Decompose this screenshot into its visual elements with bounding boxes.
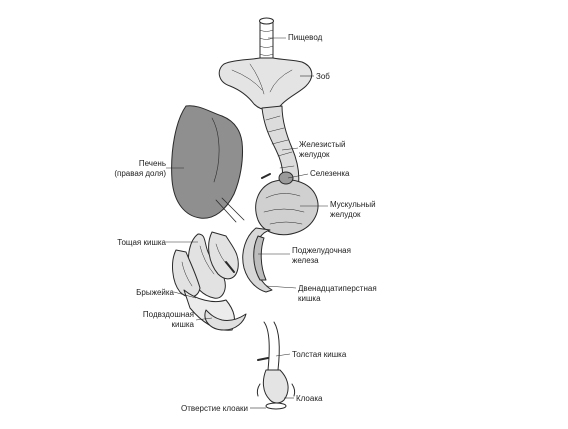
label-ileum-line2: кишка <box>171 320 194 329</box>
label-vent: Отверстие клоаки <box>181 404 248 413</box>
gizzard-shape <box>255 179 319 236</box>
crop-shape <box>218 57 313 111</box>
label-liver-line1: Печень <box>138 159 166 168</box>
vent-shape <box>265 402 287 410</box>
label-duodenum-line1: Двенадцатиперстная <box>298 284 377 293</box>
label-jejunum: Тощая кишка <box>117 238 166 247</box>
label-proventriculus-line1: Железистый <box>299 140 346 149</box>
label-pancreas-line1: Поджелудочная <box>292 246 351 255</box>
label-spleen: Селезенка <box>310 169 350 178</box>
label-liver-line2: (правая доля) <box>114 169 166 178</box>
label-pancreas-line2: железа <box>292 256 319 265</box>
label-colon: Толстая кишка <box>292 350 347 359</box>
label-gizzard-line1: Мускульный <box>330 200 376 209</box>
label-cloaca: Клоака <box>296 394 323 403</box>
colon-shape <box>263 321 280 371</box>
label-ileum-line1: Подвздошная <box>142 310 194 319</box>
label-gizzard-line2: желудок <box>330 210 361 219</box>
spleen-shape <box>278 171 294 185</box>
esophagus-shape <box>259 17 274 63</box>
label-mesentery: Брыжейка <box>136 288 174 297</box>
ileum-shape <box>204 309 247 331</box>
pancreas-shape <box>253 235 267 281</box>
label-crop: Зоб <box>316 72 330 81</box>
label-duodenum-line2: кишка <box>298 294 321 303</box>
label-proventriculus-line2: желудок <box>299 150 330 159</box>
liver-shape <box>171 105 243 219</box>
label-esophagus: Пищевод <box>288 33 323 42</box>
